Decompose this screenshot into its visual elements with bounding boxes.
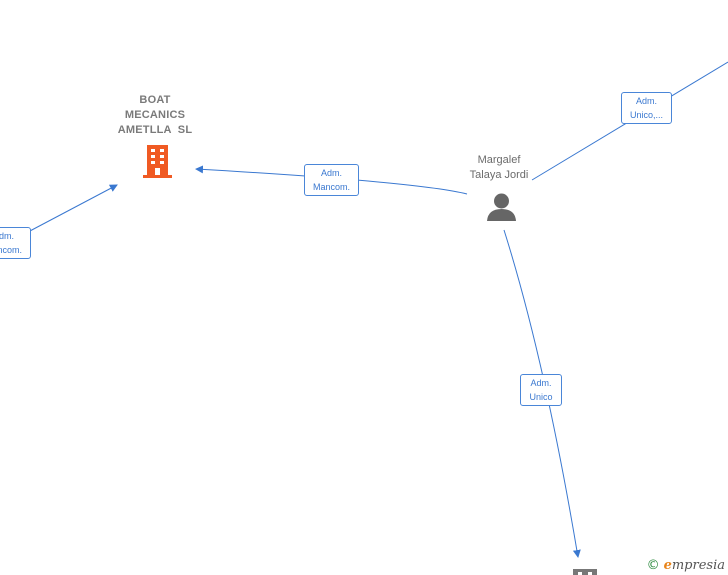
edge-label-line1: Adm. — [320, 168, 342, 178]
edge-label-line1: Adm. — [0, 231, 14, 241]
building-icon[interactable] — [141, 144, 174, 184]
person-name[interactable]: Margalef Talaya Jordi — [451, 153, 547, 183]
copyright-symbol: © — [646, 558, 660, 573]
edge-label-line1: Adm. — [635, 96, 657, 106]
edge-label-line2: Mancom. — [312, 182, 350, 192]
brand-initial: e — [663, 558, 672, 573]
edge-label-top-right-to-person[interactable]: Adm. Unico,... — [621, 92, 672, 124]
edge-person-to-company — [195, 165, 468, 195]
person-name-line2: Talaya Jordi — [469, 169, 529, 181]
edge-label-line2: Unico — [529, 392, 553, 402]
brand-name: mpresia — [671, 558, 725, 573]
company-name-line2: MECANICS — [124, 109, 186, 121]
company-name-line3: AMETLLA SL — [117, 124, 193, 136]
building-icon[interactable] — [571, 565, 599, 575]
empresia-watermark: ©empresia — [647, 558, 725, 573]
edge-left-to-company — [27, 184, 118, 233]
person-name-line1: Margalef — [477, 154, 521, 166]
edge-label-line2: Mancom. — [0, 245, 22, 255]
company-name[interactable]: BOAT MECANICS AMETLLA SL — [100, 93, 210, 138]
person-icon[interactable] — [486, 192, 517, 227]
edge-label-line2: Unico,... — [629, 110, 663, 120]
edge-label-left-to-company[interactable]: Adm. Mancom. — [0, 227, 31, 259]
edge-label-person-to-bottom[interactable]: Adm. Unico — [520, 374, 562, 406]
edge-label-person-to-company[interactable]: Adm. Mancom. — [304, 164, 359, 196]
edge-label-line1: Adm. — [530, 378, 552, 388]
company-name-line1: BOAT — [139, 94, 171, 106]
